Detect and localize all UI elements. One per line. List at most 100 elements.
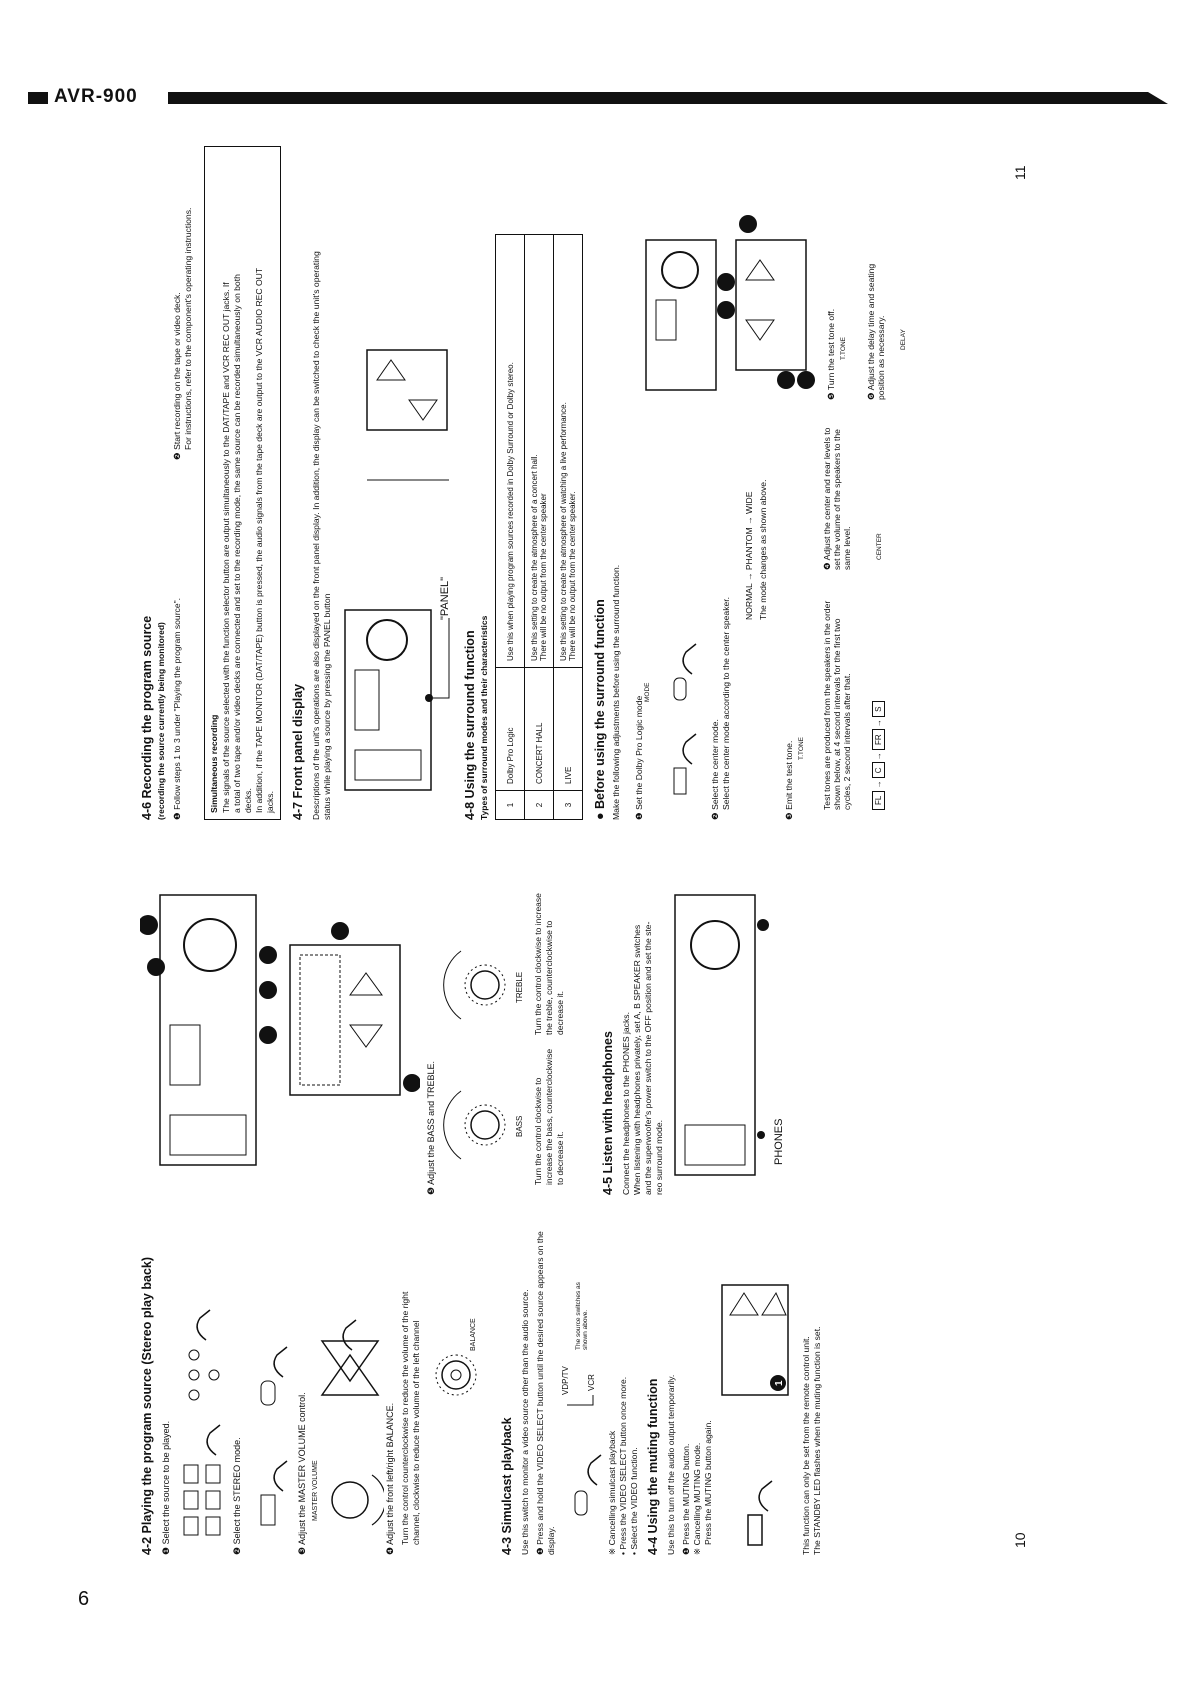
header-block: [28, 92, 48, 104]
section-subtitle: Types of surround modes and their charac…: [479, 615, 489, 820]
master-volume-knob: [320, 1319, 386, 1526]
vcr-label: VCR: [587, 1374, 596, 1391]
para-text: Connect the headphones to the PHONES jac…: [621, 1012, 631, 1195]
step-text: ❺ Turn the test tone off.: [826, 308, 836, 400]
para-text: When listening with headphones privately…: [632, 924, 642, 1195]
balance-knob: [435, 1354, 477, 1396]
headphones-receiver-illustration: [674, 894, 769, 1176]
section-before-surround: ● Before using the surround function Mak…: [593, 140, 936, 820]
note-title: ※ Cancelling simulcast playback: [607, 1430, 617, 1555]
video-select-figure: VDP/TV VCR The source switches as shown …: [561, 1215, 607, 1555]
section-4-2: 4-2 Playing the program source (Stereo p…: [140, 1215, 827, 1555]
section-title: 4-3 Simulcast playback: [500, 1417, 514, 1555]
video-select-illustration: [567, 1395, 602, 1516]
para-text: Use this to turn off the audio output te…: [666, 1374, 676, 1555]
receiver-and-remote-illustration: [138, 894, 421, 1166]
bass-treble-knobs: [443, 950, 506, 1160]
row-desc: Use this when playing program sources re…: [505, 362, 515, 661]
step-text: ❷ Start recording on the tape or video d…: [172, 292, 182, 460]
table-row: 1 Dolby Pro Logic Use this when playing …: [495, 234, 525, 820]
row-desc: Use this setting to create the atmospher…: [559, 402, 568, 661]
table-cell: 1: [495, 790, 525, 820]
para-text: channel, clockwise to reduce the volume …: [411, 1320, 421, 1545]
section-4-6: 4-6 Recording the program source (record…: [140, 140, 936, 820]
table-cell: Use this setting to create the atmospher…: [524, 234, 554, 668]
section-title: 4-7 Front panel display: [291, 683, 305, 820]
panel-figure: "PANEL": [337, 140, 457, 820]
bass-description: Turn the control clockwise to increase t…: [533, 1048, 565, 1185]
master-volume-figure: MASTER VOLUME: [312, 1215, 386, 1555]
section-title: 4-5 Listen with headphones: [601, 1031, 615, 1195]
table-cell: 2: [524, 790, 554, 820]
step-text: ❺ Adjust the BASS and TREBLE.: [426, 1061, 436, 1195]
step-text: ❶ Press and hold the VIDEO SELECT button…: [535, 1231, 556, 1555]
header-rule: [168, 92, 1168, 104]
step-text: ❹ Adjust the front left/right BALANCE.: [385, 1402, 395, 1555]
box-text: decks.: [243, 788, 253, 813]
footnote: The STANDBY LED flashes when the muting …: [812, 1326, 822, 1555]
para-text: and the superwoofer's power switch to th…: [643, 921, 653, 1195]
table-cell: LIVE: [553, 667, 583, 791]
step-text: ❸ Adjust the MASTER VOLUME control.: [297, 1392, 307, 1555]
vdp-label: VDP/TV: [561, 1366, 570, 1395]
function-buttons-illustration: [183, 1309, 221, 1536]
box-title: Simultaneous recording: [209, 714, 219, 813]
section-title: 4-6 Recording the program source: [140, 615, 154, 820]
sequence-item: C: [872, 762, 885, 779]
page-number-right: 11: [1012, 165, 1028, 180]
balance-label: BALANCE: [470, 1318, 477, 1351]
para-text: Make the following adjustments before us…: [611, 564, 621, 820]
section-4-3: 4-3 Simulcast playback Use this switch t…: [500, 1215, 640, 1555]
mode-button-label: MODE: [644, 682, 651, 703]
left-page: 4-2 Playing the program source (Stereo p…: [138, 875, 1000, 1555]
table-cell: Use this when playing program sources re…: [495, 234, 525, 668]
tone-sequence: FL → C → FR → S: [872, 701, 885, 810]
center-modes: NORMAL → PHANTOM → WIDE: [744, 491, 754, 620]
step-text: Select the center mode according to the …: [721, 596, 731, 810]
treble-label: TREBLE: [515, 971, 524, 1003]
section-4-5: 4-5 Listen with headphones Connect the h…: [601, 865, 785, 1195]
page-header: AVR-900: [28, 86, 1168, 107]
center-note: The mode changes as shown above.: [758, 479, 768, 620]
note-item: • Press the VIDEO SELECT button once mor…: [618, 1376, 628, 1555]
para-text: reo surround mode.: [654, 1120, 664, 1195]
master-volume-label: MASTER VOLUME: [312, 1460, 319, 1521]
section-title: ● Before using the surround function: [593, 599, 607, 820]
step-text: ❶ Press the MUTING button.: [681, 1443, 691, 1555]
step-text: Test tones are produced from the speaker…: [822, 600, 852, 810]
sequence-item: FR: [872, 729, 885, 750]
bass-label: BASS: [515, 1115, 524, 1137]
section-4-8: 4-8 Using the surround function Types of…: [463, 140, 583, 820]
page-number-left: 10: [1012, 1532, 1028, 1548]
box-text: The signals of the source selected with …: [221, 282, 231, 813]
delay-button-label: DELAY: [900, 329, 907, 350]
table-cell: CONCERT HALL: [524, 667, 554, 791]
para-text: Turn the control counterclockwise to red…: [400, 1291, 410, 1545]
step-text: ❻ Adjust the delay time and seating posi…: [866, 263, 886, 400]
table-row: 2 CONCERT HALL Use this setting to creat…: [524, 234, 554, 820]
surround-receiver-remote-illustration: [645, 215, 815, 391]
step-text: ❶ Set the Dolby Pro Logic mode: [634, 695, 644, 820]
left-page-column-2: ❺ Adjust the BASS and TREBLE. BASS TREBL…: [138, 865, 789, 1195]
section-subtitle: (recording the source currently being mo…: [156, 622, 166, 820]
panel-label: "PANEL": [439, 576, 451, 620]
section-title: 4-4 Using the muting function: [646, 1378, 660, 1555]
svg-text:1: 1: [774, 1380, 785, 1386]
row-desc: Use this setting to create the atmospher…: [530, 454, 539, 661]
simultaneous-recording-box: Simultaneous recording The signals of th…: [204, 146, 281, 820]
table-cell: Use this setting to create the atmospher…: [553, 234, 583, 668]
step-text: ❷ Select the center mode.: [710, 719, 720, 820]
balance-figure: BALANCE: [426, 1215, 490, 1555]
section-4-7: 4-7 Front panel display Descriptions of …: [291, 140, 457, 820]
step-text: ❷ Select the STEREO mode.: [232, 1437, 242, 1555]
ttone-button-label-2: T.TONE: [840, 337, 847, 360]
right-page: 4-6 Recording the program source (record…: [140, 140, 1000, 820]
step-text: For instructions, refer to the component…: [183, 207, 193, 450]
section-title: 4-8 Using the surround function: [463, 630, 477, 820]
page-number-outer: 6: [78, 1588, 90, 1610]
muting-remote-illustration: 1: [721, 1284, 789, 1546]
tone-controls-figure: BASS TREBLE Turn the control clockwise t…: [441, 865, 591, 1195]
note-item: • Select the VIDEO function.: [629, 1447, 639, 1555]
surround-modes-table: 1 Dolby Pro Logic Use this when playing …: [495, 234, 583, 820]
row-desc-2: There will be no output from the center …: [568, 491, 577, 661]
